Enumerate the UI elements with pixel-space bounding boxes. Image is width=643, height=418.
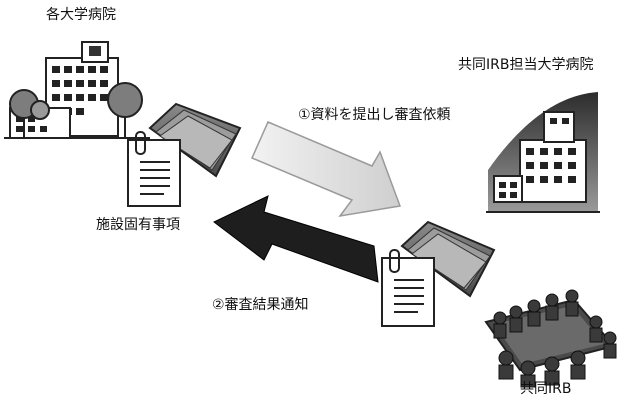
central-irb-label: 共同IRB bbox=[520, 381, 572, 397]
irb-document-icon bbox=[381, 249, 435, 327]
central-irb-hospital-label: 共同IRB担当大学病院 bbox=[458, 57, 594, 73]
submit-arrow bbox=[251, 121, 402, 218]
submit-request-label: ①資料を提出し審査依頼 bbox=[298, 107, 451, 123]
local-hospitals-label: 各大学病院 bbox=[46, 7, 116, 23]
central-irb-hospital-icon bbox=[486, 92, 600, 213]
local-folder-icon bbox=[148, 102, 242, 178]
result-arrow bbox=[213, 195, 379, 283]
local-document-icon bbox=[127, 131, 181, 207]
committee-meeting-icon bbox=[484, 289, 617, 388]
local-matters-label: 施設固有事項 bbox=[96, 217, 180, 233]
notify-result-label: ②審査結果通知 bbox=[212, 297, 309, 313]
hospital-building-icon bbox=[4, 41, 150, 139]
irb-folder-icon bbox=[400, 220, 496, 298]
